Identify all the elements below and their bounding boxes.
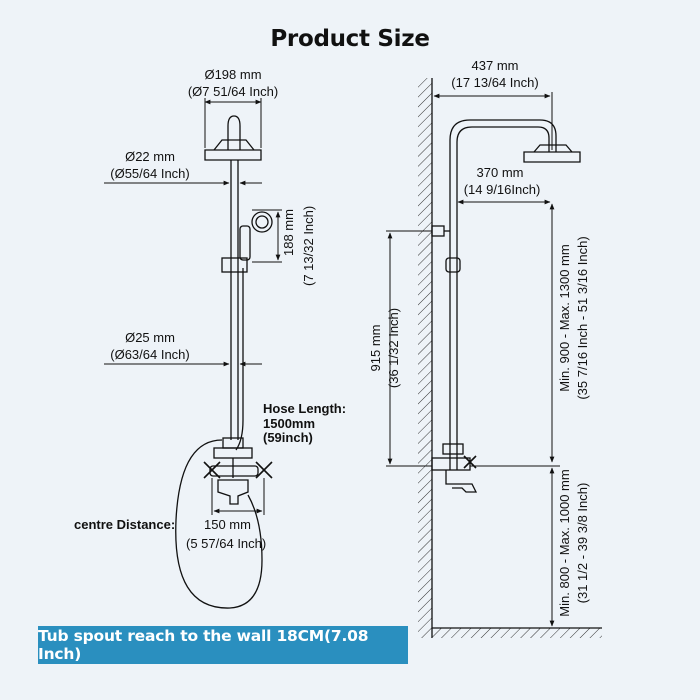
- bracket-height-inch-label: (36 1/32 Inch): [386, 308, 401, 388]
- bracket-height-label: 915 mm: [368, 325, 383, 372]
- pipe-top-diameter-label: Ø22 mm: [125, 149, 175, 164]
- head-diameter-label: Ø198 mm: [204, 67, 261, 82]
- centre-distance-inch-label: (5 57/64 Inch): [186, 536, 266, 551]
- centre-distance-mm-label: 150 mm: [204, 517, 251, 532]
- lower-range-inch-label: (31 1/2 - 39 3/8 Inch): [575, 483, 590, 604]
- hose-length-label: Hose Length:: [263, 401, 346, 416]
- hose-length-mm-label: 1500mm: [263, 416, 315, 431]
- pipe-mid-diameter-label: Ø25 mm: [125, 330, 175, 345]
- front-view-dimensions: [104, 98, 282, 515]
- head-diameter-inch-label: (Ø7 51/64 Inch): [188, 84, 278, 99]
- upper-range-label: Min. 900 - Max. 1300 mm: [557, 244, 572, 391]
- front-view-shower: [175, 115, 273, 609]
- tub-spout-banner: Tub spout reach to the wall 18CM(7.08 In…: [38, 626, 408, 664]
- arm-pipe-inch-label: (14 9/16Inch): [464, 182, 541, 197]
- arm-pipe-label: 370 mm: [477, 165, 524, 180]
- pipe-mid-diameter-inch-label: (Ø63/64 Inch): [110, 347, 190, 362]
- pipe-top-diameter-inch-label: (Ø55/64 Inch): [110, 166, 190, 181]
- arm-reach-inch-label: (17 13/64 Inch): [451, 75, 538, 90]
- handshower-length-label: 188 mm: [281, 209, 296, 256]
- centre-distance-label: centre Distance:: [74, 517, 175, 532]
- page-title: Product Size: [270, 26, 430, 52]
- side-view-dimensions: [386, 92, 560, 627]
- lower-range-label: Min. 800 - Max. 1000 mm: [557, 469, 572, 616]
- upper-range-inch-label: (35 7/16 Inch - 51 3/16 Inch): [575, 236, 590, 399]
- wall: [418, 78, 602, 638]
- arm-reach-label: 437 mm: [472, 58, 519, 73]
- handshower-length-inch-label: (7 13/32 Inch): [301, 206, 316, 286]
- side-view-shower: [431, 119, 581, 493]
- hose-length-inch-label: (59inch): [263, 430, 313, 445]
